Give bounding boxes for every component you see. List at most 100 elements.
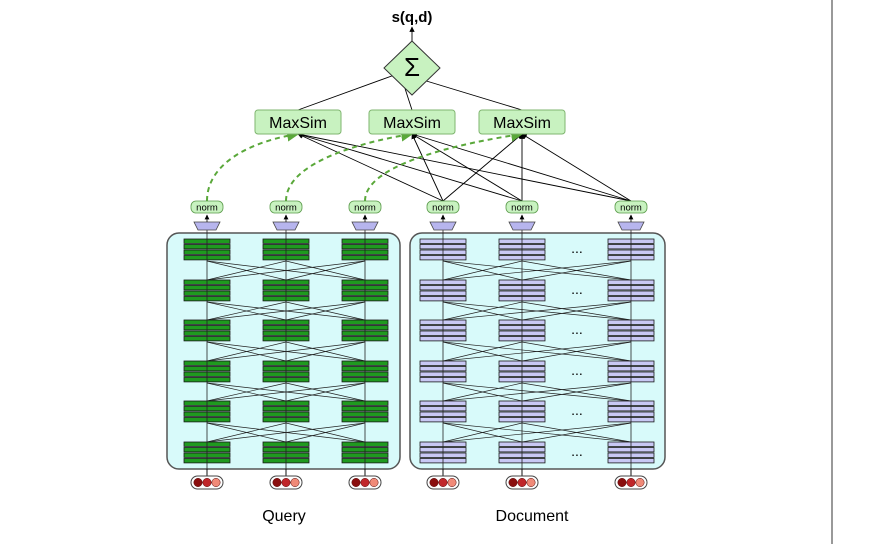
maxsim-node: MaxSim	[254, 109, 342, 135]
projection-icon	[508, 221, 536, 231]
token-dot	[360, 478, 370, 487]
attention-line	[521, 341, 632, 362]
document-ellipsis: ...	[571, 240, 583, 256]
document-label: Document	[496, 508, 569, 525]
doc-to-maxsim-link	[411, 133, 523, 202]
document-ellipsis: ...	[571, 321, 583, 337]
projection-icon	[617, 221, 645, 231]
norm-node: norm	[190, 200, 224, 214]
maxsim-label: MaxSim	[383, 115, 441, 132]
attention-line	[442, 260, 632, 281]
norm-box	[614, 200, 648, 214]
token-dot	[193, 478, 203, 487]
attention-line	[285, 422, 366, 443]
token-input	[426, 469, 460, 490]
projection-icon	[272, 221, 300, 231]
attention-line	[442, 260, 523, 281]
attention-line	[521, 301, 632, 321]
norm-box	[190, 200, 224, 214]
norm-label: norm	[196, 203, 218, 214]
summation-icon	[383, 40, 441, 96]
maxsim-box	[478, 109, 566, 135]
doc-to-maxsim-link	[297, 132, 523, 202]
token-dot	[508, 478, 518, 487]
attention-line	[285, 301, 366, 321]
norm-node: norm	[269, 200, 303, 214]
attention-line	[285, 341, 366, 362]
document-ellipsis: ...	[571, 281, 583, 297]
norm-box	[505, 200, 539, 214]
attention-line	[442, 422, 632, 443]
token-dot	[617, 478, 627, 487]
attention-line	[442, 382, 523, 402]
token-dot	[429, 478, 439, 487]
token-dot	[369, 478, 379, 487]
token-input	[348, 469, 382, 490]
projection-icon	[193, 221, 221, 231]
attention-line	[442, 422, 523, 443]
maxsim-label: MaxSim	[493, 115, 551, 132]
norm-box	[269, 200, 303, 214]
norm-label: norm	[620, 203, 642, 214]
query-to-maxsim-link	[285, 129, 414, 202]
token-dot	[202, 478, 212, 487]
attention-line	[521, 422, 632, 443]
doc-to-maxsim-link	[411, 132, 632, 202]
token-dot	[438, 478, 448, 487]
attention-line	[442, 382, 632, 402]
doc-to-maxsim-link	[297, 132, 632, 202]
attention-line	[206, 422, 287, 443]
token-dot	[351, 478, 361, 487]
token-dot	[211, 478, 221, 487]
maxsim-box	[254, 109, 342, 135]
attention-line	[206, 260, 287, 281]
document-ellipsis: ...	[571, 443, 583, 459]
attention-line	[442, 341, 632, 362]
token-input	[505, 469, 539, 490]
token-input	[614, 469, 648, 490]
attention-line	[285, 382, 366, 402]
doc-to-maxsim-link	[521, 133, 632, 202]
maxsim-node: MaxSim	[478, 109, 566, 135]
attention-line	[285, 260, 366, 281]
token-dot	[526, 478, 536, 487]
document-encoder-panel	[409, 232, 666, 470]
token-input	[269, 469, 303, 490]
norm-box	[426, 200, 460, 214]
attention-line	[206, 341, 287, 362]
document-ellipsis: ...	[571, 362, 583, 378]
maxsim-to-sum-link	[297, 72, 401, 111]
norm-label: norm	[354, 203, 376, 214]
norm-label: norm	[511, 203, 533, 214]
attention-line	[442, 301, 632, 321]
sum-symbol: Σ	[404, 52, 420, 82]
token-dot	[290, 478, 300, 487]
attention-line	[521, 260, 632, 281]
norm-label: norm	[275, 203, 297, 214]
doc-to-maxsim-link	[442, 133, 523, 202]
projection-icon	[351, 221, 379, 231]
attention-line	[206, 301, 287, 321]
token-input	[190, 469, 224, 490]
query-to-maxsim-link	[206, 129, 300, 202]
norm-label: norm	[432, 203, 454, 214]
attention-line	[442, 341, 523, 362]
norm-box	[348, 200, 382, 214]
token-dot	[272, 478, 282, 487]
maxsim-label: MaxSim	[269, 115, 327, 132]
maxsim-box	[368, 109, 456, 135]
query-to-maxsim-link	[364, 129, 524, 202]
token-dot	[626, 478, 636, 487]
attention-line	[521, 382, 632, 402]
token-dot	[447, 478, 457, 487]
norm-node: norm	[426, 200, 460, 214]
norm-node: norm	[505, 200, 539, 214]
norm-node: norm	[348, 200, 382, 214]
token-dot	[635, 478, 645, 487]
norm-node: norm	[614, 200, 648, 214]
maxsim-node: MaxSim	[368, 109, 456, 135]
attention-line	[206, 382, 287, 402]
projection-icon	[429, 221, 457, 231]
doc-to-maxsim-link	[411, 133, 444, 202]
